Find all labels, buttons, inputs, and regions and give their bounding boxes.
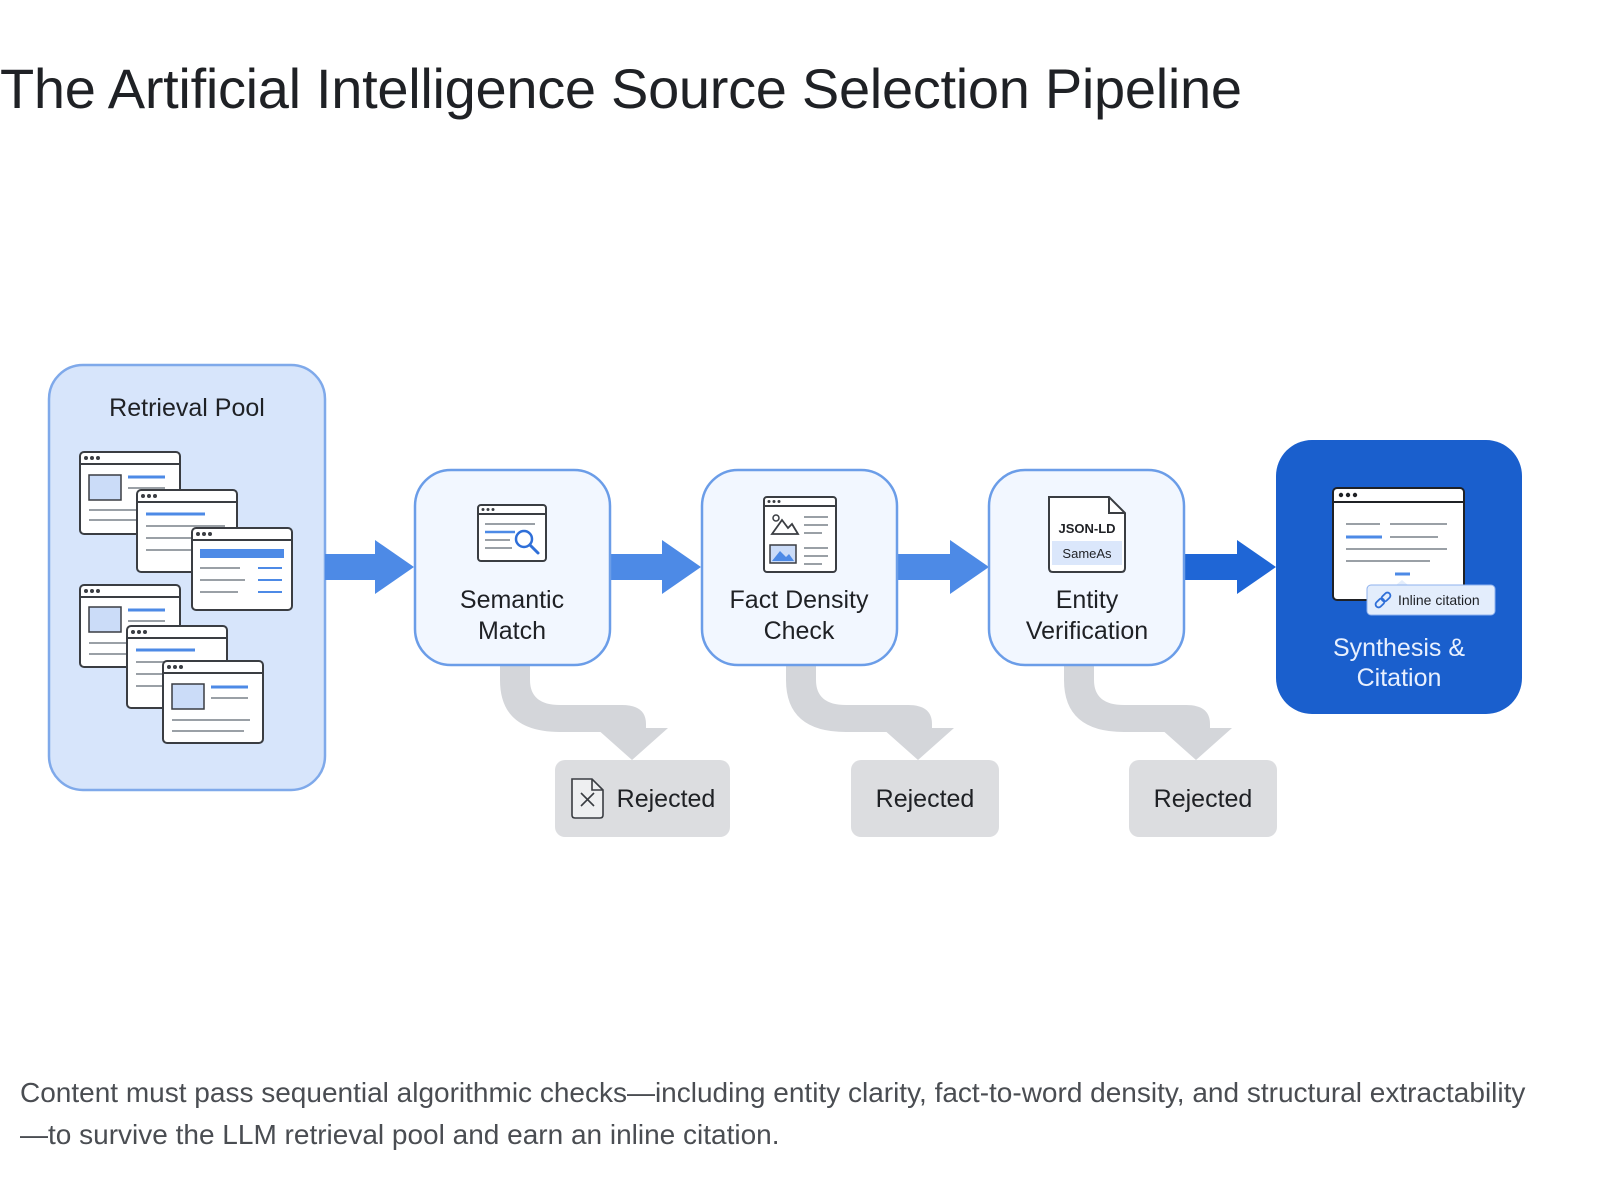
stage-fact-density-check: Fact Density Check (700, 468, 899, 667)
final-label-line1: Synthesis & (1333, 634, 1465, 662)
stage-label-line1: Entity (1056, 586, 1119, 614)
stage-label-line2: Match (478, 617, 546, 645)
flow-arrow (896, 540, 989, 594)
stage-synthesis-citation: Inline citation Synthesis & Citation (1276, 440, 1522, 714)
sameas-text: SameAs (1062, 546, 1112, 561)
pipeline-diagram: Retrieval Pool (47, 363, 1522, 837)
link-icon (1374, 591, 1392, 609)
final-label-line2: Citation (1357, 664, 1442, 692)
rejected-box: Rejected (851, 760, 999, 837)
rejected-box: Rejected (555, 760, 730, 837)
stage-label-line2: Check (764, 617, 835, 645)
stage-entity-verification: JSON-LD SameAs Entity Verification (987, 468, 1186, 667)
stage-label-line1: Fact Density (730, 586, 869, 614)
rejected-label: Rejected (1154, 785, 1253, 813)
stage-label-line2: Verification (1026, 617, 1148, 645)
search-document-icon (477, 504, 547, 562)
reject-path-arrow (786, 662, 954, 760)
inline-citation-badge: Inline citation (1366, 580, 1496, 616)
rejected-box: Rejected (1129, 760, 1277, 837)
rejected-label: Rejected (876, 785, 975, 813)
flow-arrow (325, 540, 414, 594)
retrieval-pool: Retrieval Pool (47, 363, 327, 792)
reject-path-arrow (500, 662, 668, 760)
reject-path-arrow (1064, 662, 1232, 760)
stage-semantic-match: Semantic Match (413, 468, 612, 667)
flow-arrow (610, 540, 701, 594)
pool-document-icon (191, 527, 293, 611)
stage-box (413, 468, 612, 667)
json-ld-text: JSON-LD (1058, 521, 1115, 536)
rejected-label: Rejected (617, 785, 716, 813)
flow-arrow (1185, 540, 1276, 594)
json-ld-file-icon: JSON-LD SameAs (1048, 496, 1126, 573)
rejected-file-icon (571, 778, 604, 819)
image-document-icon (763, 496, 837, 573)
retrieval-pool-label: Retrieval Pool (109, 394, 265, 422)
stage-label-line1: Semantic (460, 586, 564, 614)
cited-document-icon (1332, 487, 1465, 601)
diagram-caption: Content must pass sequential algorithmic… (20, 1077, 1526, 1150)
inline-citation-label: Inline citation (1398, 592, 1480, 608)
page-title: The Artificial Intelligence Source Selec… (0, 57, 1242, 120)
pool-document-icon (162, 660, 264, 744)
